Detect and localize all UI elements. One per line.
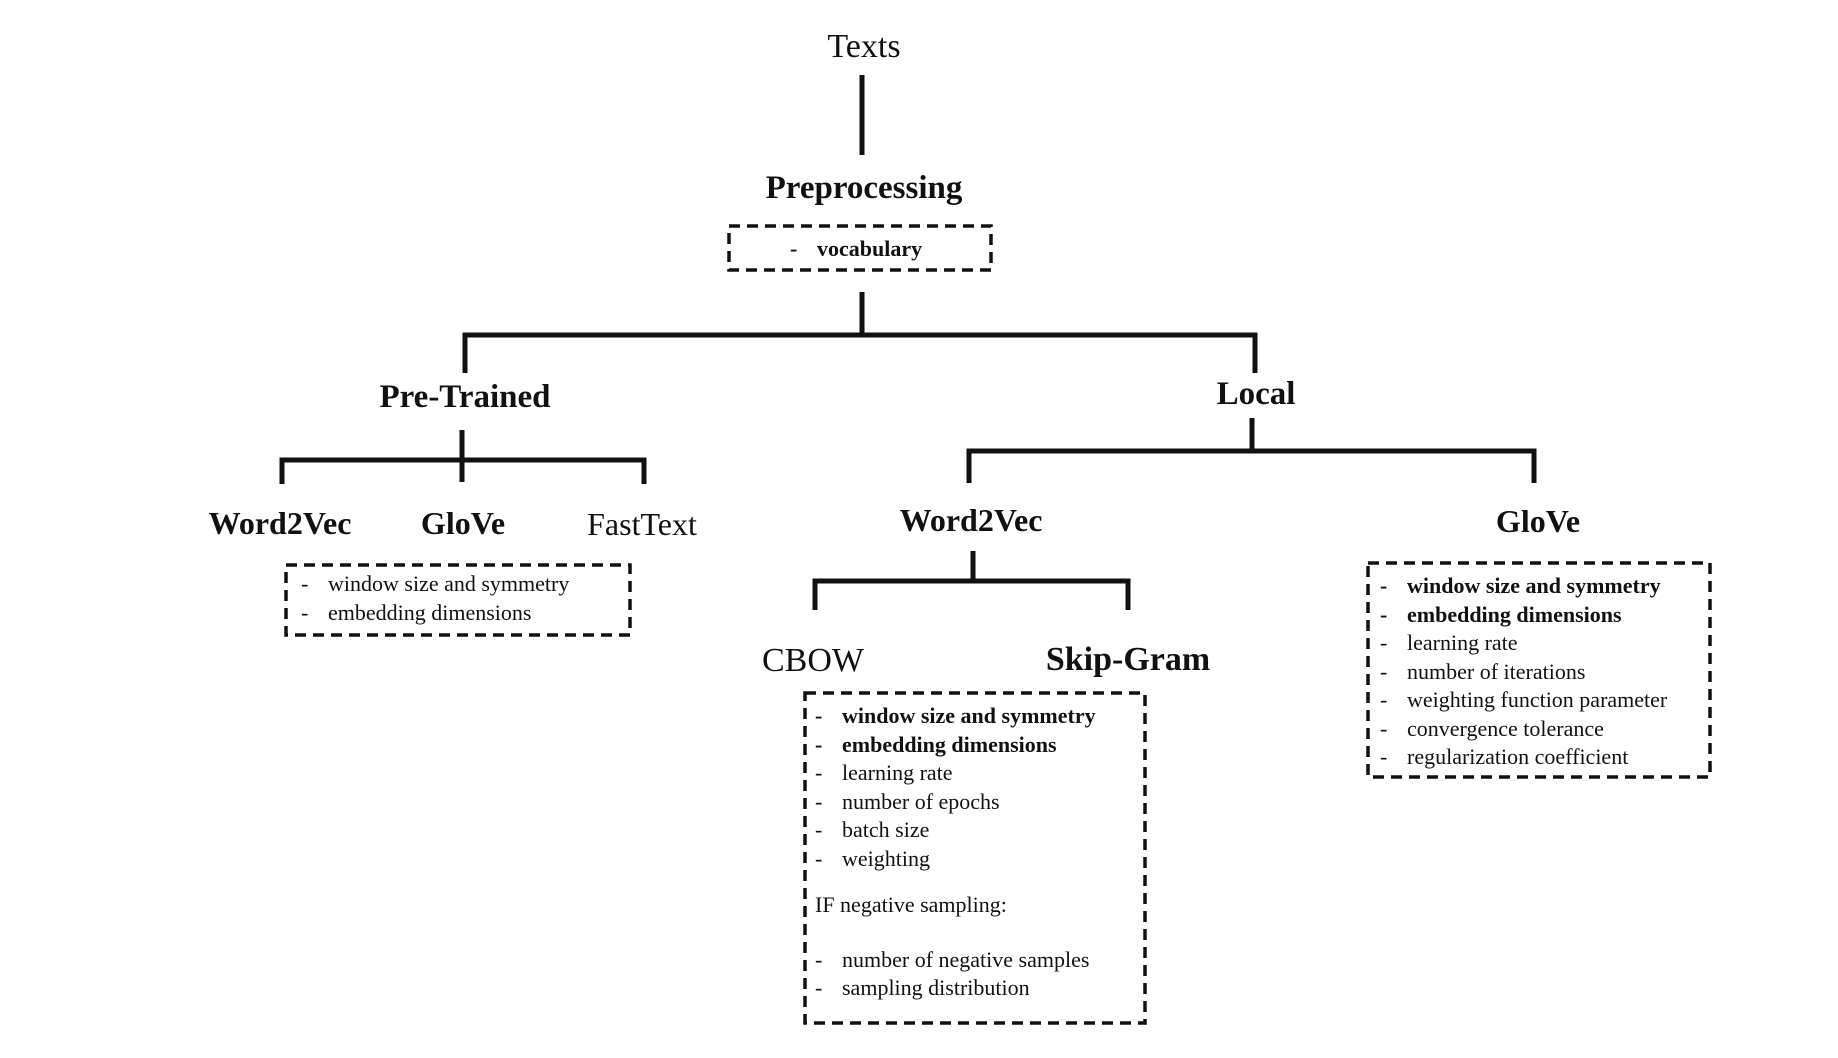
bullet-dash: -: [301, 599, 309, 625]
bullet-dash: -: [1380, 573, 1388, 598]
param-text: regularization coefficient: [1407, 744, 1629, 769]
param-text: sampling distribution: [842, 975, 1030, 1000]
param-text: embedding dimensions: [328, 599, 532, 625]
preprocessing-params-box: [727, 224, 993, 272]
bullet-dash: -: [301, 571, 309, 596]
param-text: convergence tolerance: [1407, 715, 1604, 741]
node-local: Local: [1216, 376, 1296, 412]
param-text: embedding dimensions: [1407, 601, 1622, 627]
glove-param-item: - window size and symmetry: [1380, 572, 1667, 601]
param-text: batch size: [842, 817, 930, 842]
bullet-dash: -: [1380, 715, 1388, 741]
param-text: window size and symmetry: [1407, 573, 1661, 598]
param-text: weighting: [842, 845, 930, 871]
pretrained-param-item: - embedding dimensions: [301, 599, 569, 628]
bullet-dash: -: [815, 946, 823, 972]
bullet-dash: -: [1380, 744, 1388, 769]
word2vec-conditional-item: - number of negative samples: [815, 946, 1096, 975]
pretrained-params-box: [284, 563, 632, 637]
param-text: learning rate: [842, 760, 953, 785]
bullet-dash: -: [815, 975, 823, 1000]
node-local-word2vec: Word2Vec: [899, 502, 1043, 538]
word2vec-conditional-item: - sampling distribution: [815, 974, 1096, 1003]
word2vec-param-item: - window size and symmetry: [815, 702, 1096, 731]
glove-params-box: [1366, 561, 1712, 779]
bullet-dash: -: [1380, 687, 1388, 712]
edge-pretrained-children: [279, 457, 647, 484]
bullet-dash: -: [815, 817, 823, 842]
glove-param-item: - number of iterations: [1380, 658, 1667, 687]
negative-sampling-condition: IF negative sampling:: [815, 892, 1007, 917]
bullet-dash: -: [790, 236, 798, 261]
param-text: weighting function parameter: [1407, 687, 1668, 712]
edge-split-pretrained-local: [462, 332, 1258, 373]
param-text: window size and symmetry: [328, 571, 570, 596]
glove-param-item: - regularization coefficient: [1380, 743, 1667, 772]
connectors: [279, 75, 1537, 610]
node-pretrained: Pre-Trained: [379, 379, 551, 415]
preprocessing-params-list: - vocabulary: [790, 235, 922, 264]
glove-param-item: - learning rate: [1380, 629, 1667, 658]
param-text: window size and symmetry: [842, 703, 1096, 728]
node-pretrained-word2vec: Word2Vec: [208, 505, 352, 541]
param-text: vocabulary: [817, 236, 923, 261]
bullet-dash: -: [815, 760, 823, 785]
bullet-dash: -: [815, 703, 823, 728]
node-preprocessing: Preprocessing: [765, 170, 963, 206]
bullet-dash: -: [815, 845, 823, 871]
glove-param-item: - embedding dimensions: [1380, 601, 1667, 630]
word2vec-param-item: - learning rate: [815, 759, 1096, 788]
word2vec-params-box: [803, 691, 1147, 1025]
bullet-dash: -: [1380, 601, 1388, 627]
param-text: embedding dimensions: [842, 731, 1057, 757]
bullet-dash: -: [815, 731, 823, 757]
param-text: number of negative samples: [842, 946, 1090, 972]
word2vec-param-item: - number of epochs: [815, 788, 1096, 817]
glove-params-list: - window size and symmetry - embedding d…: [1380, 572, 1667, 772]
glove-param-item: - weighting function parameter: [1380, 686, 1667, 715]
node-local-glove: GloVe: [1495, 503, 1581, 539]
param-text: learning rate: [1407, 630, 1518, 655]
node-pretrained-glove: GloVe: [420, 505, 506, 541]
word2vec-params-list: - window size and symmetry - embedding d…: [815, 702, 1096, 1003]
pretrained-params-list: - window size and symmetry - embedding d…: [301, 570, 569, 627]
word2vec-param-item: - batch size: [815, 816, 1096, 845]
param-text: number of epochs: [842, 788, 1000, 814]
preprocessing-param-item: - vocabulary: [790, 235, 922, 264]
node-cbow: CBOW: [762, 642, 864, 679]
pretrained-param-item: - window size and symmetry: [301, 570, 569, 599]
param-text: number of iterations: [1407, 658, 1586, 684]
word2vec-param-item: - weighting: [815, 845, 1096, 874]
edge-local-children: [966, 448, 1537, 483]
bullet-dash: -: [815, 788, 823, 814]
node-skipgram: Skip-Gram: [1045, 641, 1211, 678]
bullet-dash: -: [1380, 630, 1388, 655]
bullet-dash: -: [1380, 658, 1388, 684]
node-pretrained-fasttext: FastText: [587, 506, 697, 542]
word2vec-param-item: - embedding dimensions: [815, 731, 1096, 760]
glove-param-item: - convergence tolerance: [1380, 715, 1667, 744]
edge-word2vec-children: [812, 578, 1131, 610]
node-texts: Texts: [827, 28, 901, 65]
